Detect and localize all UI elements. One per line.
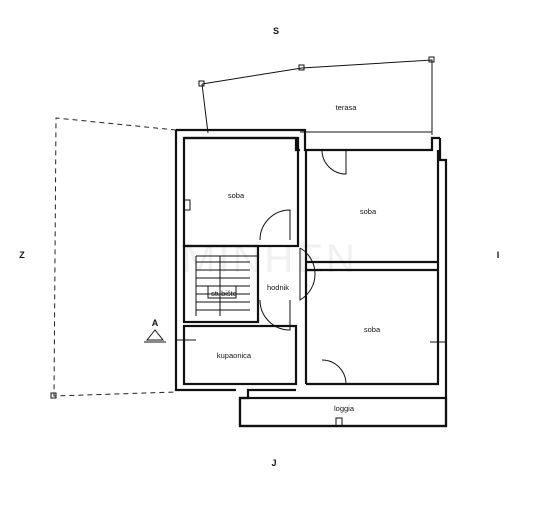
watermark: MINHEN: [182, 237, 358, 281]
hallway-doors: [259, 149, 347, 385]
staircase-label: stubište: [211, 289, 237, 298]
compass-south: J: [271, 458, 276, 468]
compass-west: Z: [19, 250, 25, 260]
hallway-label: hodnik: [267, 283, 289, 292]
room-top-left-label: soba: [228, 191, 245, 200]
loggia-walls: [238, 396, 448, 428]
compass-east: I: [497, 250, 500, 260]
staircase-walls: [182, 244, 260, 324]
loggia-label: loggia: [334, 404, 355, 413]
bathroom-walls: [182, 324, 298, 386]
compass-north: S: [273, 26, 279, 36]
room-mid-right-label: soba: [360, 207, 377, 216]
terrace-label: terasa: [336, 103, 358, 112]
right-room-walls: [304, 150, 446, 386]
bathroom-label: kupaonica: [217, 351, 252, 360]
room-bottom-right-label: soba: [364, 325, 381, 334]
section-marker: A: [144, 318, 166, 343]
terrace-outline: [198, 56, 435, 135]
garden-outline: [53, 117, 177, 397]
section-marker-label: A: [152, 318, 159, 328]
